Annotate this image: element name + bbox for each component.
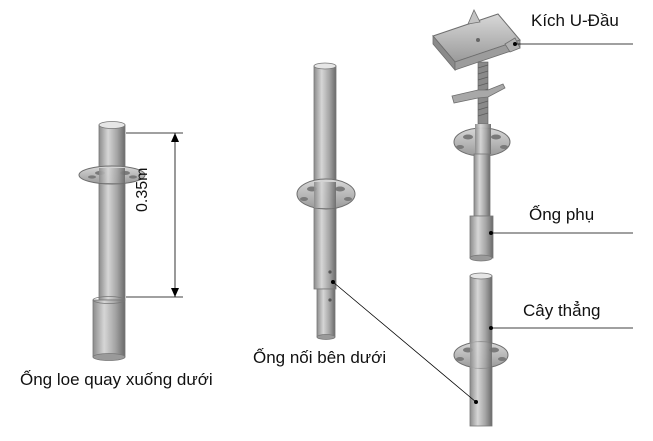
- leader-dot: [513, 42, 517, 46]
- u-head-jack: [432, 9, 521, 262]
- label-sub-tube: Ống phụ: [529, 205, 595, 224]
- dimension-label: 0.35m: [134, 167, 151, 212]
- flare-tube: [78, 121, 146, 361]
- leader-lines: [332, 43, 633, 403]
- leader-dot: [489, 231, 493, 235]
- leader-dot: [331, 280, 335, 284]
- label-flare-tube: Ống loe quay xuống dưới: [20, 370, 213, 389]
- connector-tube: [296, 62, 356, 340]
- rosette-disc: [453, 341, 509, 369]
- label-bottom-connector: Ống nối bên dưới: [253, 348, 387, 367]
- rosette-disc: [78, 165, 146, 185]
- label-u-head-jack: Kích U-Đầu: [531, 11, 619, 30]
- rosette-disc: [453, 124, 511, 157]
- rosette-disc: [296, 178, 356, 210]
- dimension-line: [126, 132, 183, 298]
- label-standard: Cây thẳng: [523, 301, 601, 320]
- standard-post: [453, 272, 509, 427]
- leader-dot: [474, 400, 478, 404]
- leader-dot: [489, 326, 493, 330]
